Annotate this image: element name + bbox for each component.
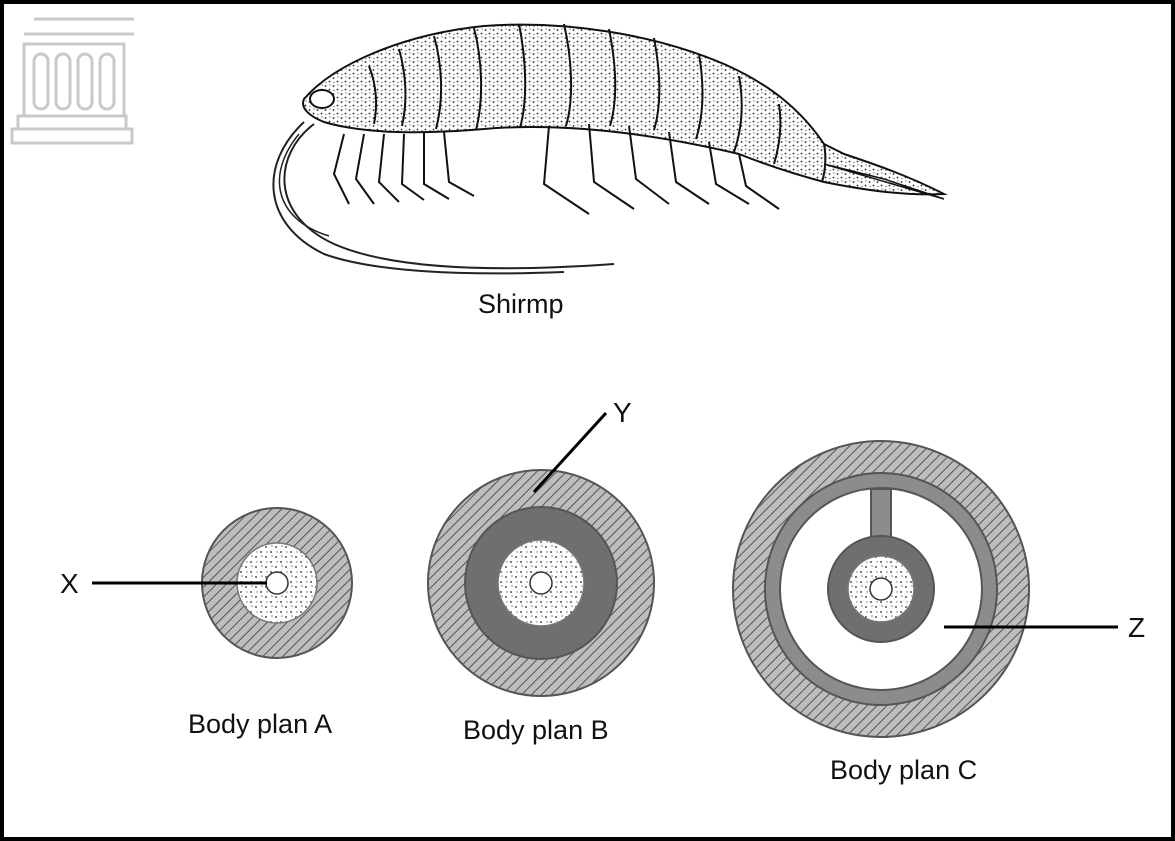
body-plan-b-gut <box>530 572 552 594</box>
watermark-logo <box>12 19 134 143</box>
body-plan-b-caption: Body plan B <box>463 715 609 746</box>
body-plan-c-caption: Body plan C <box>830 755 977 786</box>
body-plan-b-diagram <box>428 470 654 696</box>
body-plan-c-gut <box>870 578 892 600</box>
body-plan-c-mesentery <box>871 489 891 541</box>
pointer-label-x: X <box>60 568 79 600</box>
body-plan-a-gut <box>266 572 288 594</box>
body-plan-a-caption: Body plan A <box>188 709 332 740</box>
pointer-label-y: Y <box>613 397 632 429</box>
pointer-label-z: Z <box>1128 612 1145 644</box>
shrimp-caption: Shirmp <box>478 289 564 320</box>
body-plan-c-diagram <box>733 441 1029 737</box>
shrimp-illustration <box>273 24 944 273</box>
